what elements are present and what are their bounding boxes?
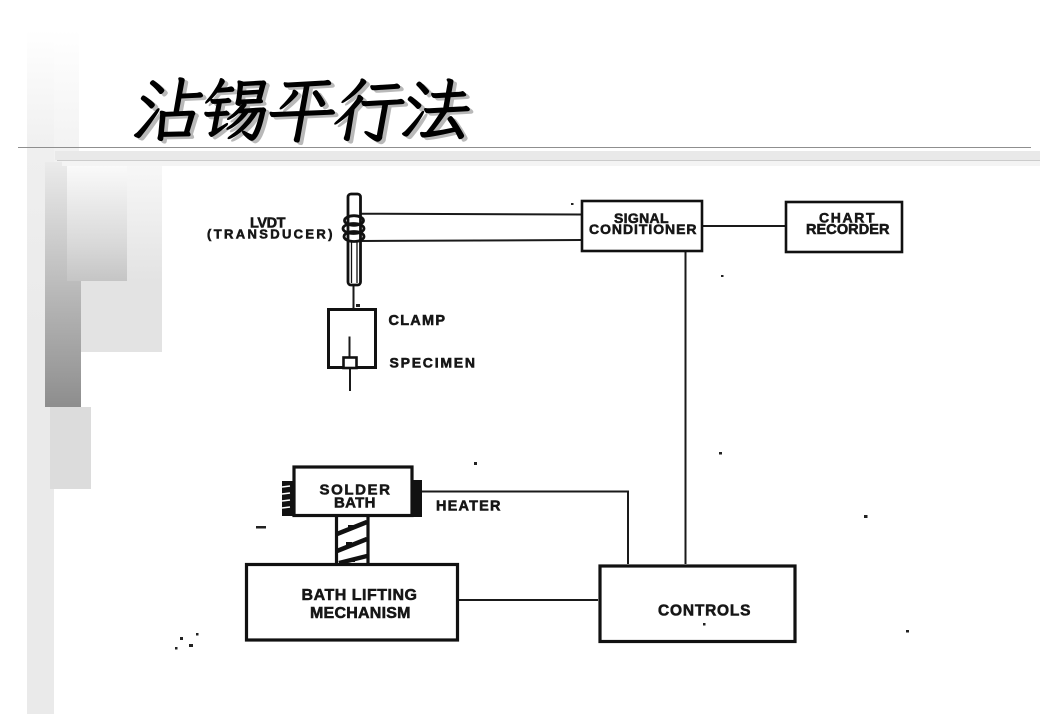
- svg-text:SIGNAL: SIGNAL: [614, 210, 670, 226]
- svg-text:CHART: CHART: [819, 210, 876, 226]
- svg-text:BATH LIFTING: BATH LIFTING: [302, 587, 419, 604]
- svg-text:SOLDER: SOLDER: [320, 482, 392, 499]
- svg-text:(TRANSDUCER): (TRANSDUCER): [207, 227, 334, 242]
- svg-text:CONDITIONER: CONDITIONER: [589, 221, 698, 237]
- svg-text:HEATER: HEATER: [436, 499, 502, 515]
- svg-text:RECORDER: RECORDER: [806, 222, 891, 238]
- svg-text:MECHANISM: MECHANISM: [310, 605, 412, 622]
- svg-text:BATH: BATH: [334, 495, 377, 512]
- svg-text:CLAMP: CLAMP: [389, 313, 447, 329]
- svg-text:CONTROLS: CONTROLS: [658, 603, 752, 620]
- svg-text:LVDT: LVDT: [250, 216, 287, 232]
- svg-text:SPECIMEN: SPECIMEN: [390, 355, 477, 371]
